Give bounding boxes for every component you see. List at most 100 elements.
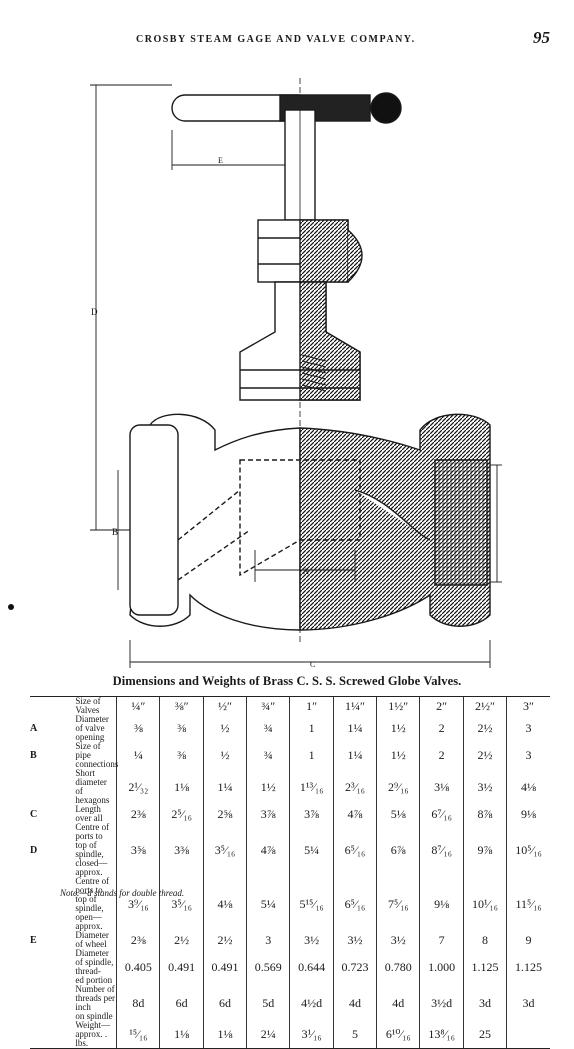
table-cell: 5¹⁵⁄₁₆	[289, 877, 334, 931]
table-cell: ¼	[116, 742, 160, 769]
table-cell: 2½″	[462, 697, 507, 715]
row-dimension-key	[30, 697, 73, 715]
table-cell: 1½	[376, 742, 420, 769]
row-label-line: spindle, closed—approx.	[75, 849, 108, 877]
table-cell: 5¼	[289, 823, 334, 877]
table-cell: 3d	[462, 985, 507, 1021]
table-cell: 4½d	[289, 985, 334, 1021]
table-cell: ¾″	[246, 697, 290, 715]
table-cell: 6d	[159, 985, 204, 1021]
row-dimension-key	[30, 769, 73, 805]
row-label: Diameter of valve opening	[73, 715, 116, 742]
table-cell: 2³⁄₁₆	[332, 769, 377, 805]
table-cell: 9	[506, 931, 550, 949]
table-cell: 0.491	[159, 949, 204, 985]
bonnet-nut	[257, 219, 363, 283]
table-cell: ⅜	[159, 715, 204, 742]
dimension-b: B	[112, 470, 119, 590]
table-cell: 2½	[159, 931, 204, 949]
dimension-e: E	[171, 130, 285, 170]
table-cell: 5	[332, 1021, 377, 1049]
table-cell: 1⅛	[202, 1021, 247, 1049]
table-cell: 3⅞	[246, 805, 290, 823]
row-label-line: Diameter of spindle, thread-	[75, 948, 114, 976]
table-cell: 2⁹⁄₁₆	[376, 769, 420, 805]
table-cell: 3½	[376, 931, 420, 949]
table-cell: 3¹⁄₁₆	[289, 1021, 334, 1049]
table-cell: 3⁹⁄₁₆	[116, 877, 160, 931]
table-cell: 1.125	[462, 949, 507, 985]
row-label-line: spindle, open—approx.	[75, 903, 104, 931]
table-cell: 2⅜	[116, 931, 160, 949]
table-cell: 4d	[332, 985, 377, 1021]
row-label-line: on spindle	[75, 1011, 113, 1021]
table-cell: 5d	[246, 985, 290, 1021]
page-number: 95	[533, 28, 550, 47]
row-dimension-key	[30, 1021, 74, 1049]
row-dimension-key: D	[30, 844, 38, 856]
table-cell: 1.125	[506, 949, 550, 985]
table-cell: 3⅝	[116, 823, 160, 877]
running-head: CROSBY STEAM GAGE AND VALVE COMPANY.	[136, 34, 416, 45]
svg-text:A: A	[303, 567, 309, 576]
table-cell: 3⅞	[289, 805, 334, 823]
table-cell: 0.569	[246, 949, 290, 985]
table-cell: 1″	[289, 697, 334, 715]
table-cell: 1¼	[332, 742, 377, 769]
row-dimension-key: A	[30, 723, 38, 734]
table-cell: 2	[419, 742, 464, 769]
row-label: Size of Valves	[73, 697, 116, 715]
row-dimension-key	[30, 985, 73, 1021]
row-label-line: Short diameter of hexagons	[75, 768, 110, 805]
globe-valve-drawing: E D B A C	[90, 78, 502, 669]
dimension-d: D	[90, 84, 172, 531]
table-cell: 3″	[506, 697, 550, 715]
svg-text:B: B	[112, 527, 118, 537]
dimension-c: C	[129, 640, 491, 669]
table-cell: 2½	[462, 742, 507, 769]
row-label-line: Weight—approx. . lbs.	[75, 1020, 111, 1048]
table-cell: 10⁵⁄₁₆	[506, 823, 550, 877]
table-cell: 8d	[116, 985, 160, 1021]
row-label: Size of pipe connections	[73, 742, 118, 769]
table-top-rule	[30, 696, 550, 697]
table-cell: 1⅛	[159, 769, 204, 805]
row-dimension-key: E	[30, 934, 37, 946]
table-cell: 3½d	[419, 985, 464, 1021]
row-label: Diameter of wheel	[73, 931, 116, 949]
table-cell: 0.405	[116, 949, 160, 985]
valve-body	[129, 413, 491, 631]
table-cell: 6⁵⁄₁₆	[332, 877, 377, 931]
table-cell: 10¹⁄₁₆	[462, 877, 507, 931]
table-cell: 2	[419, 715, 464, 742]
table-cell: 8⁷⁄₁₆	[419, 823, 464, 877]
row-label-line: Diameter of valve opening	[75, 714, 109, 742]
table-cell: ¹⁵⁄₁₆	[116, 1021, 160, 1049]
row-dimension-key: B	[30, 750, 37, 761]
row-label-line: Length over all	[75, 804, 103, 823]
table-cell: ½″	[202, 697, 247, 715]
table-cell: 13⁸⁄₁₆	[419, 1021, 464, 1049]
table-cell: 0.780	[376, 949, 420, 985]
table-cell: 3⅜	[159, 823, 204, 877]
dimension-a: A	[254, 550, 356, 582]
table-cell: 0.723	[332, 949, 377, 985]
table-cell: 2½	[202, 931, 247, 949]
table-cell: 6¹⁰⁄₁₆	[376, 1021, 420, 1049]
table-cell: 3½	[332, 931, 377, 949]
table-cell: 0.491	[202, 949, 247, 985]
table-cell: 0.644	[289, 949, 334, 985]
table-cell: 6⅞	[376, 823, 420, 877]
table-cell: 1⅛	[159, 1021, 204, 1049]
table-cell: 6⁵⁄₁₆	[332, 823, 377, 877]
table-cell: 3	[506, 742, 550, 769]
table-cell: 8	[462, 931, 507, 949]
